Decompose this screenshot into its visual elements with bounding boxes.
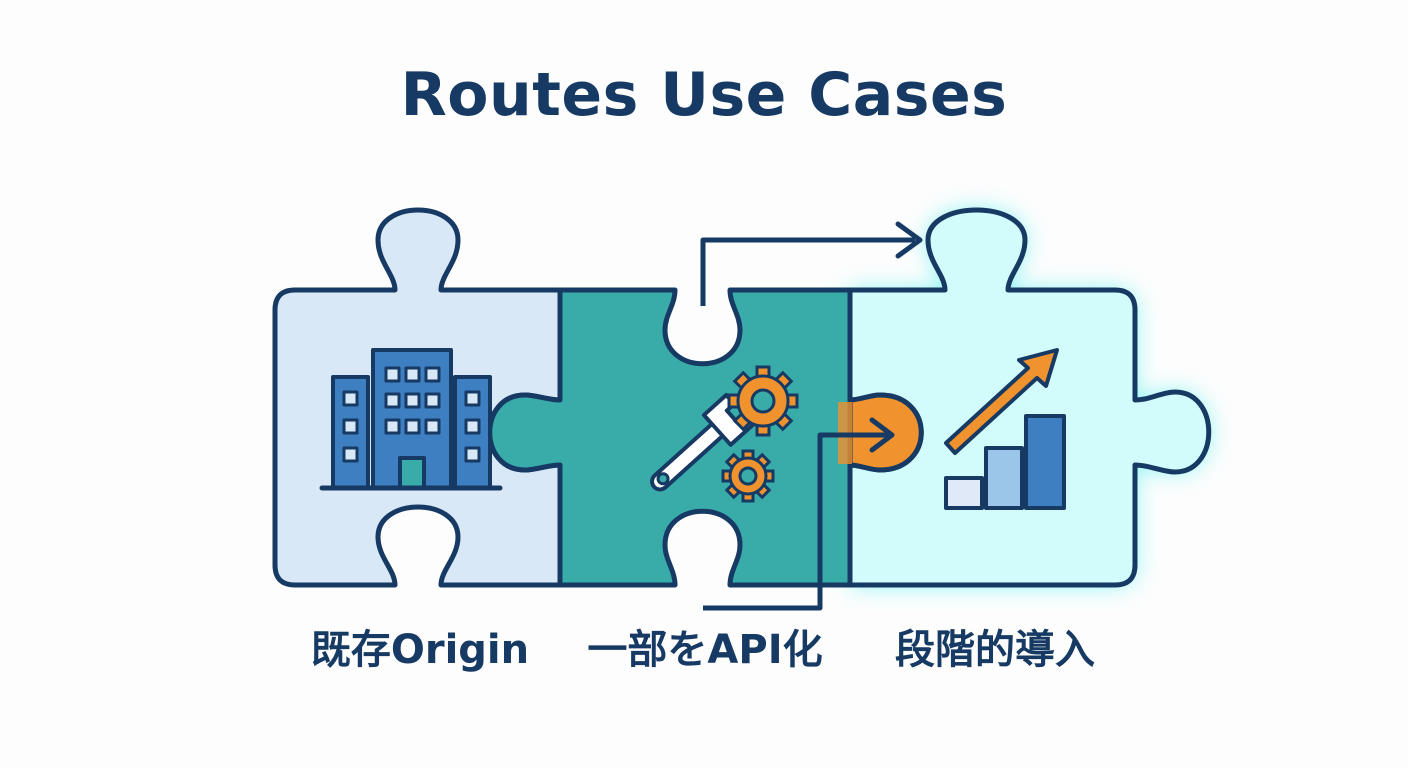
growth-bar-medium [984, 446, 1024, 510]
bottom-route-arrow [703, 417, 895, 611]
top-route-arrowhead [895, 221, 923, 259]
top-route-arrow [700, 221, 923, 306]
puzzle-piece-gradual-body [847, 207, 1212, 588]
bottom-route-arrowhead [869, 417, 895, 453]
large-gear-icon [727, 365, 799, 437]
bottom-route-line [703, 432, 888, 611]
growth-arrow-icon [944, 348, 1059, 455]
caption-origin: 既存Origin [310, 627, 530, 673]
caption-gradual: 段階的導入 [895, 627, 1095, 673]
small-gear-icon [721, 449, 775, 503]
page-title: Routes Use Cases [400, 60, 1008, 130]
office-building-icon [319, 348, 503, 491]
wrench-and-gears-icon [650, 365, 799, 503]
caption-api: 一部をAPI化 [587, 627, 823, 673]
puzzle-piece-gradual [847, 207, 1212, 588]
growth-bar-large [1024, 414, 1066, 510]
top-route-line [700, 237, 915, 306]
growth-bar-small [944, 476, 984, 510]
growth-bar-chart-icon [944, 348, 1066, 510]
